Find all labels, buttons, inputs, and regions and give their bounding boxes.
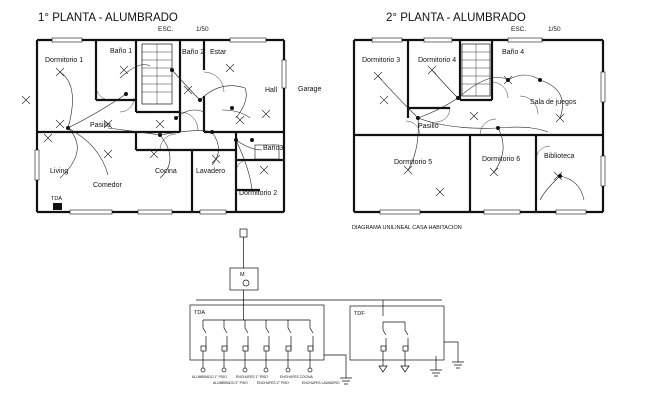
room-estar: Estar — [210, 49, 227, 56]
floor-plan-2: Dormitorio 3 Dormitorio 4 Baño 4 Sala de… — [352, 37, 606, 215]
plan-1-title: 1° PLANTA - ALUMBRADO — [38, 12, 178, 24]
panel-tda-symbol — [53, 203, 62, 210]
panel-tda-label: TDA — [51, 196, 62, 202]
circuit-3-label: ENCHUFES 1° PISO — [236, 375, 268, 379]
stairs-1 — [141, 43, 173, 105]
plan-2-scale-value: 1/50 — [548, 26, 561, 33]
circuit-1-label: ALUMBRADO 1° PISO — [192, 375, 227, 379]
tda-outputs — [200, 351, 313, 373]
tda-breakers — [200, 320, 314, 352]
tda-panel — [189, 304, 325, 361]
floor-plan-1: Dormitorio 1 Baño 1 Baño 2 Estar Hall Ga… — [21, 37, 321, 215]
supply-point — [239, 228, 248, 238]
room-bano-2: Baño 2 — [182, 49, 204, 56]
room-dormitorio-5: Dormitorio 5 — [394, 159, 432, 166]
circuit-5-label: ENCHUFES COCINA — [280, 375, 314, 379]
room-bano-1: Baño 1 — [110, 48, 132, 55]
room-dormitorio-1: Dormitorio 1 — [45, 57, 83, 64]
meter-label: M — [240, 272, 245, 278]
room-dormitorio-2: Dormitorio 2 — [239, 190, 277, 197]
switches-floor-1 — [66, 68, 254, 142]
room-bano-3: Baño3 — [263, 145, 283, 152]
room-pasillo: Pasillo — [90, 122, 111, 129]
ground-symbol-tda — [324, 354, 352, 385]
wiring-floor-1 — [59, 64, 263, 191]
room-bano-4: Baño 4 — [502, 49, 524, 56]
room-living: Living — [50, 168, 68, 175]
room-garage: Garage — [298, 86, 321, 93]
room-lavadero: Lavadero — [196, 168, 225, 175]
room-comedor: Comedor — [93, 182, 122, 189]
plan-2-title: 2° PLANTA - ALUMBRADO — [386, 12, 526, 24]
tda-panel-label: TDA — [194, 310, 205, 316]
light-fixtures-floor-1 — [21, 63, 271, 175]
tdf-panel-label: TDF — [354, 311, 365, 317]
circuit-4-label: ENCHUFES 2° PISO — [257, 381, 289, 385]
plan-1-scale-value: 1/50 — [196, 26, 209, 33]
single-line-diagram: M TDA ALUMBRADO 1° PISO ALU — [189, 228, 464, 385]
circuit-6-label: ENCHUFES LAVADERO — [302, 381, 340, 385]
meter-box — [229, 267, 259, 291]
switches-floor-2 — [416, 78, 562, 178]
stairs-2 — [461, 43, 491, 97]
room-dormitorio-4: Dormitorio 4 — [418, 57, 456, 64]
tdf-panel — [349, 305, 445, 361]
room-hall: Hall — [265, 87, 278, 94]
room-biblioteca: Biblioteca — [544, 153, 574, 160]
wiring-floor-2 — [377, 69, 585, 201]
room-sala-de-juegos: Sala de juegos — [530, 99, 577, 106]
room-pasillo-2: Pasillo — [418, 123, 439, 130]
tdf-breakers — [378, 322, 410, 373]
plan-1-scale-label: ESC. — [158, 26, 173, 33]
diagram-title: DIAGRAMA UNILINEAL CASA HABITACION — [352, 225, 462, 231]
circuit-2-label: ALUMBRADO 2° PISO — [213, 381, 248, 385]
plan-2-scale-label: ESC. — [511, 26, 526, 33]
ground-symbol-tdf — [430, 341, 464, 377]
room-dormitorio-3: Dormitorio 3 — [362, 57, 400, 64]
